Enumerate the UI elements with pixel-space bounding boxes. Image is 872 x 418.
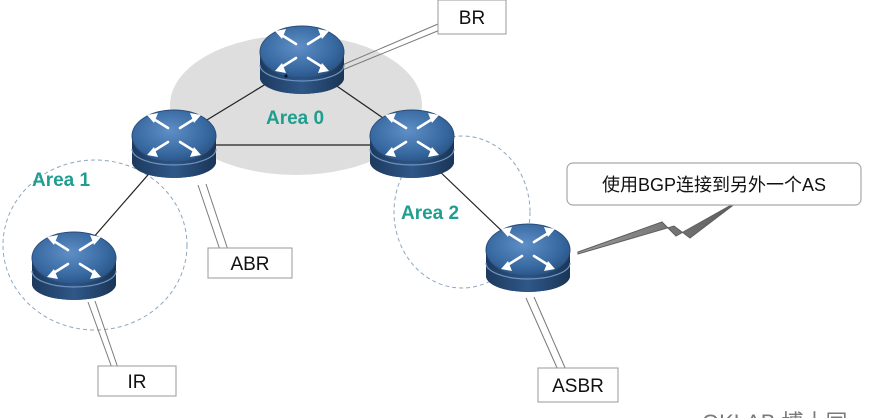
router-abr[interactable] bbox=[130, 108, 218, 180]
callout-br-label: BR bbox=[459, 8, 485, 29]
area1-boundary bbox=[2, 159, 188, 331]
lightning-icon bbox=[577, 199, 741, 255]
bgp-note-text: 使用BGP连接到另外一个AS bbox=[602, 175, 826, 195]
router-area0-area2[interactable] bbox=[368, 108, 456, 180]
area2-boundary bbox=[393, 135, 531, 289]
router-ir[interactable] bbox=[30, 230, 118, 302]
area0-region bbox=[170, 35, 422, 175]
area2-label: Area 2 bbox=[401, 203, 459, 224]
callout-asbr: ASBR bbox=[537, 367, 619, 403]
area0-label: Area 0 bbox=[266, 108, 324, 129]
watermark: QKLAB 博士同 bbox=[702, 410, 847, 418]
router-dot bbox=[284, 74, 288, 78]
callout-br: BR bbox=[437, 0, 507, 35]
area1-label: Area 1 bbox=[32, 170, 91, 191]
callout-ir: IR bbox=[97, 365, 177, 397]
callout-leaders bbox=[87, 23, 567, 371]
router-asbr[interactable] bbox=[484, 222, 572, 294]
router-br[interactable] bbox=[258, 24, 346, 96]
callout-ir-label: IR bbox=[128, 372, 147, 393]
callout-asbr-label: ASBR bbox=[552, 376, 604, 397]
callout-abr: ABR bbox=[207, 247, 293, 279]
callout-abr-label: ABR bbox=[230, 254, 269, 275]
bgp-note: 使用BGP连接到另外一个AS bbox=[566, 162, 862, 206]
